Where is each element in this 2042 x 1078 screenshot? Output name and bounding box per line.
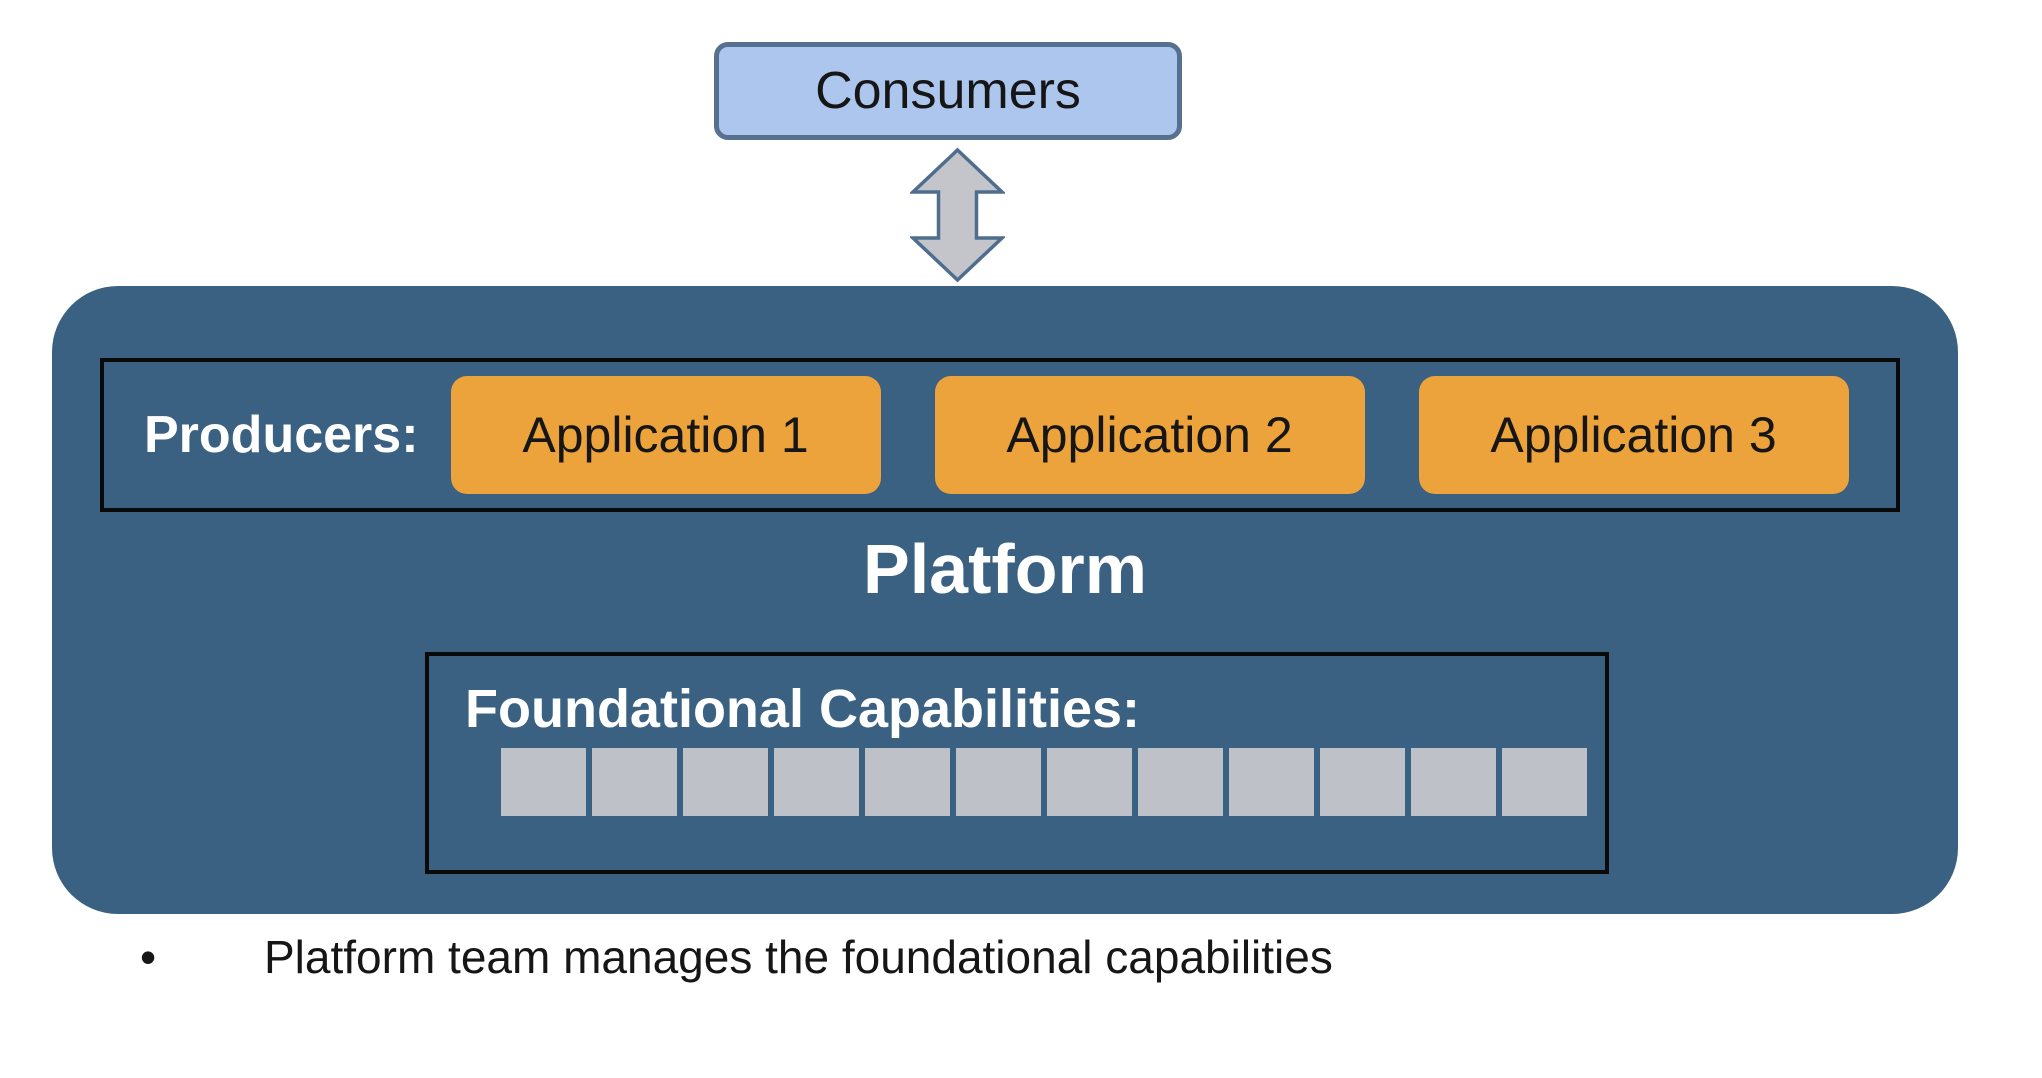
capability-square [865,748,950,816]
capability-square [956,748,1041,816]
platform-title: Platform [863,530,1147,608]
capability-square [592,748,677,816]
capability-square [1502,748,1587,816]
capability-square [1047,748,1132,816]
foundational-capabilities-box: Foundational Capabilities: [425,652,1609,874]
note-bullet: • [140,931,157,983]
application-2-box: Application 2 [934,376,1365,494]
capability-squares [501,748,1605,816]
capability-square [501,748,586,816]
application-3-label: Application 3 [1490,407,1777,463]
capability-square [774,748,859,816]
double-arrow-icon [908,147,1007,283]
platform-container: Producers: Application 1 Application 2 A… [52,286,1958,914]
consumers-box: Consumers [714,42,1182,140]
capability-square [683,748,768,816]
application-1-label: Application 1 [522,407,809,463]
note-row: • Platform team manages the foundational… [140,930,1840,984]
foundational-capabilities-label: Foundational Capabilities: [465,679,1141,739]
producers-label: Producers: [144,406,419,464]
application-2-label: Application 2 [1006,407,1293,463]
capability-square [1138,748,1223,816]
producers-box: Producers: Application 1 Application 2 A… [100,358,1900,512]
capability-square [1320,748,1405,816]
consumers-label: Consumers [815,62,1081,120]
note-text: Platform team manages the foundational c… [264,931,1333,983]
application-1-box: Application 1 [450,376,881,494]
capability-square [1411,748,1496,816]
application-3-box: Application 3 [1418,376,1849,494]
capability-square [1229,748,1314,816]
